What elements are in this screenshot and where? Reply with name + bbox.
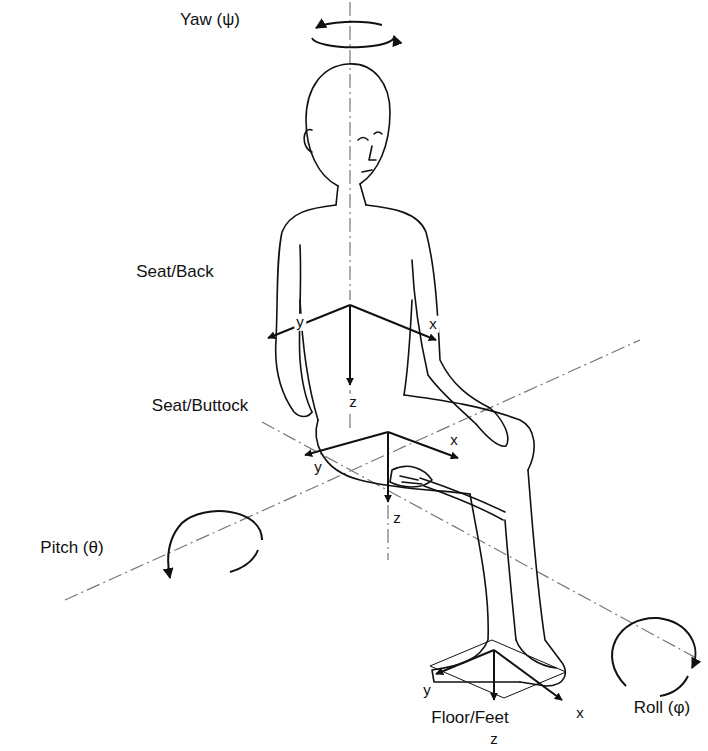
- axis-letter: x: [574, 705, 586, 722]
- axis-letter: z: [347, 394, 359, 411]
- rotation-axes: [65, 2, 700, 660]
- axis-title: Roll (φ): [632, 699, 692, 718]
- axis-title: Yaw (ψ): [178, 11, 242, 30]
- location-label: Seat/Back: [134, 263, 216, 282]
- axis-letter: y: [294, 314, 306, 331]
- location-label: Floor/Feet: [429, 709, 510, 728]
- axis-letter: x: [448, 432, 460, 449]
- human-figure: [276, 64, 566, 686]
- axis-letter: z: [391, 510, 403, 527]
- axis-letter: z: [488, 731, 500, 748]
- axis-title: Pitch (θ): [38, 539, 105, 558]
- rotation-arrows: [168, 22, 695, 696]
- coordinate-frames: [268, 305, 562, 700]
- floor-plate: [430, 640, 566, 698]
- axis-letter: x: [427, 316, 439, 333]
- axis-letter: y: [312, 459, 324, 476]
- location-label: Seat/Buttock: [150, 397, 250, 416]
- axis-letter: y: [421, 682, 433, 699]
